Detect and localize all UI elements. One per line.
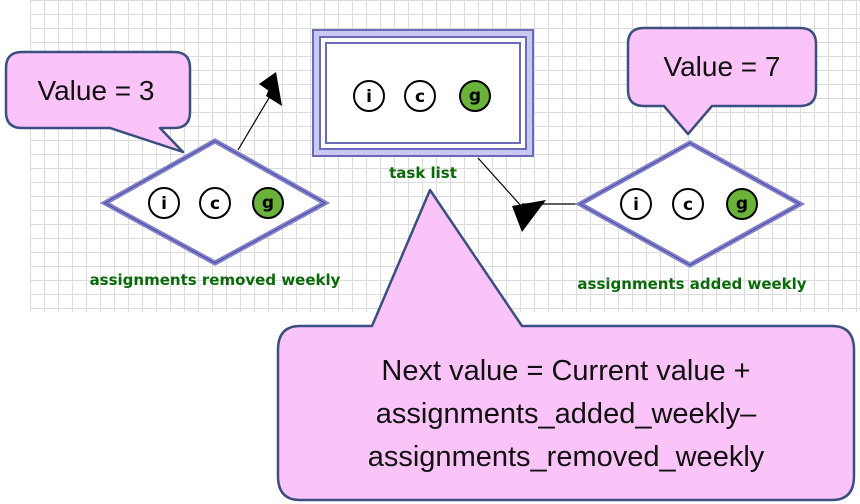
info-icon[interactable]: i — [353, 80, 385, 112]
flow-arrow-removed-to-tasklist — [237, 72, 282, 151]
conditions-icon[interactable]: c — [199, 187, 231, 219]
stock-task-list[interactable]: i c g — [312, 29, 534, 157]
svg-text:g: g — [469, 86, 481, 106]
formula-line-2: assignments_added_weekly– — [376, 398, 757, 430]
assignments-removed-weekly-label: assignments removed weekly — [90, 271, 341, 289]
svg-text:i: i — [633, 195, 639, 215]
svg-text:c: c — [415, 87, 425, 107]
assignments-added-weekly-label: assignments added weekly — [577, 275, 806, 293]
svg-text:g: g — [736, 194, 748, 214]
svg-text:c: c — [683, 195, 693, 215]
task-list-label: task list — [389, 164, 457, 182]
callout-value-added-text: Value = 7 — [663, 51, 780, 82]
callout-next-value-formula: Next value = Current value + assignments… — [276, 188, 856, 502]
graph-icon[interactable]: g — [252, 187, 284, 219]
svg-text:c: c — [210, 194, 220, 214]
flow-assignments-added-weekly[interactable]: i c g — [574, 140, 806, 268]
svg-text:i: i — [366, 87, 372, 107]
formula-line-1: Next value = Current value + — [381, 355, 750, 387]
graph-icon[interactable]: g — [726, 188, 758, 220]
formula-line-3: assignments_removed_weekly — [368, 441, 765, 473]
info-icon[interactable]: i — [620, 188, 652, 220]
conditions-icon[interactable]: c — [672, 188, 704, 220]
callout-value-removed: Value = 3 — [4, 50, 192, 154]
flow-assignments-removed-weekly[interactable]: i c g — [99, 138, 331, 266]
callout-value-added: Value = 7 — [626, 26, 818, 136]
info-icon[interactable]: i — [148, 187, 180, 219]
callout-value-removed-text: Value = 3 — [37, 75, 154, 106]
graph-icon[interactable]: g — [459, 80, 491, 112]
svg-text:i: i — [161, 194, 167, 214]
svg-text:g: g — [262, 193, 274, 213]
flow-arrow-tasklist-to-added — [477, 157, 582, 232]
conditions-icon[interactable]: c — [404, 80, 436, 112]
